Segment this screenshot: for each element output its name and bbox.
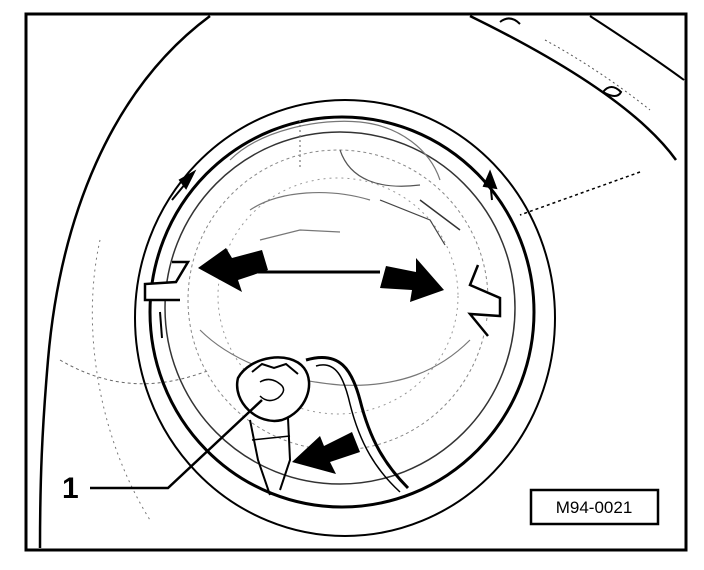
figure-frame (24, 12, 688, 552)
tank-interior-detail (199, 120, 471, 386)
wiring-harness (305, 355, 410, 493)
arrow-bottom-icon (292, 432, 360, 474)
callout-1-leader (90, 399, 263, 490)
locking-ring-tab-left (143, 260, 191, 339)
arrow-left-icon (198, 248, 268, 292)
locking-ring-tab-right (467, 264, 502, 337)
pump-connector (235, 356, 311, 496)
body-panel (469, 14, 685, 216)
reference-code-box (529, 488, 660, 526)
callout-1-label: 1 (62, 472, 79, 505)
floor-pan-outline (38, 14, 211, 549)
opening-rings (134, 99, 556, 537)
rotation-arrows (171, 169, 498, 201)
arrow-right-icon (380, 258, 444, 302)
reference-code: M94-0021 (556, 498, 633, 517)
